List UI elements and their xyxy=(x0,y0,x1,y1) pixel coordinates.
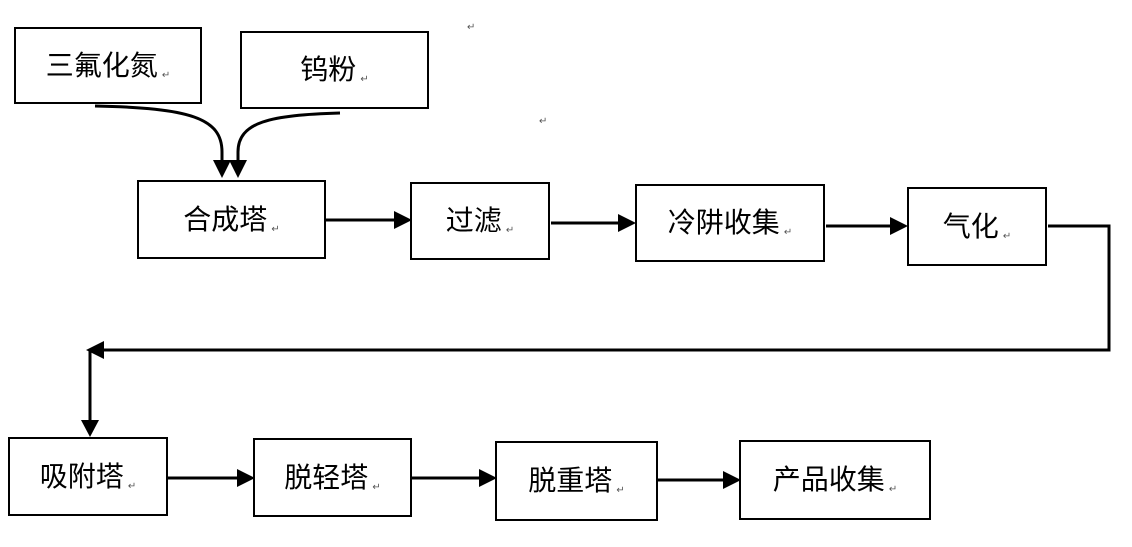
arrow-tungsten-powder-to-synthesis xyxy=(236,111,341,160)
paragraph-mark: ↵ xyxy=(372,481,381,493)
paragraph-mark: ↵ xyxy=(616,485,625,496)
arrowhead-nitrogen-trifluoride xyxy=(213,160,231,178)
arrowhead-loop-left xyxy=(86,341,104,359)
node-label: 合成塔 xyxy=(183,202,268,236)
node-tungsten-powder: 钨粉 ↵ xyxy=(240,31,429,109)
node-filtration: 过滤 ↵ xyxy=(410,182,550,260)
paragraph-mark: ↵ xyxy=(161,69,171,81)
paragraph-mark: ↵ xyxy=(505,225,515,236)
node-label: 三氟化氮 xyxy=(45,48,158,82)
node-light-removal-tower: 脱轻塔 ↵ xyxy=(253,438,412,517)
node-label: 钨粉 xyxy=(300,53,357,86)
node-cold-trap-collection: 冷阱收集 ↵ xyxy=(635,184,825,262)
paragraph-mark: ↵ xyxy=(271,223,280,235)
node-label: 脱重塔 xyxy=(528,464,613,497)
paragraph-mark: ↵ xyxy=(360,74,369,85)
node-label: 吸附塔 xyxy=(39,459,124,493)
stray-paragraph-mark-middle: ↵ xyxy=(539,116,548,127)
node-gasification: 气化 ↵ xyxy=(907,187,1047,266)
stray-paragraph-mark-top: ↵ xyxy=(467,22,476,33)
node-synthesis-tower: 合成塔 ↵ xyxy=(137,180,326,259)
arrowhead-adsorption xyxy=(81,420,99,437)
node-label: 冷阱收集 xyxy=(667,206,780,239)
node-label: 过滤 xyxy=(445,204,502,237)
node-nitrogen-trifluoride: 三氟化氮 ↵ xyxy=(14,27,202,104)
node-label: 脱轻塔 xyxy=(284,460,369,494)
arrowhead-tungsten-powder xyxy=(229,160,247,178)
node-label: 产品收集 xyxy=(772,463,885,496)
node-adsorption-tower: 吸附塔 ↵ xyxy=(8,437,168,516)
node-label: 气化 xyxy=(942,209,999,243)
paragraph-mark: ↵ xyxy=(127,480,137,492)
arrow-nitrogen-trifluoride-to-synthesis xyxy=(94,104,224,160)
paragraph-mark: ↵ xyxy=(783,227,793,238)
arrowhead-gasification xyxy=(890,217,908,235)
paragraph-mark: ↵ xyxy=(1002,230,1012,242)
paragraph-mark: ↵ xyxy=(888,484,898,495)
node-product-collection: 产品收集 ↵ xyxy=(739,440,931,520)
node-heavy-removal-tower: 脱重塔 ↵ xyxy=(495,441,658,521)
arrowhead-cold-trap xyxy=(618,214,636,232)
